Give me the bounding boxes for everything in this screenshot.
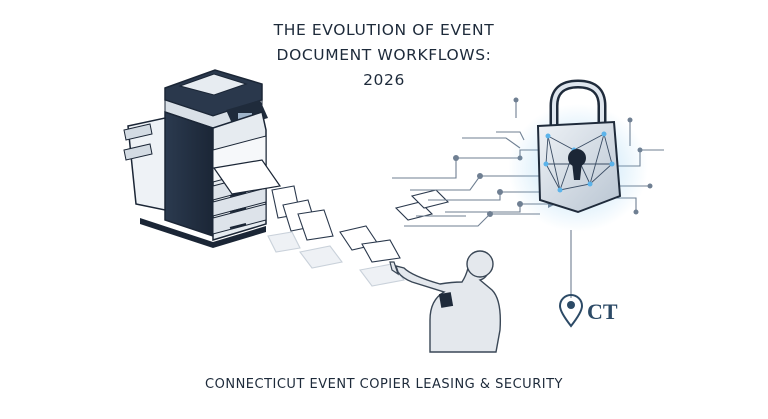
person-figure	[389, 250, 502, 353]
paper-sheets	[267, 185, 450, 287]
title-line-2: DOCUMENT WORKFLOWS:	[276, 46, 492, 64]
location-label: CT	[587, 299, 618, 324]
footer-caption: CONNECTICUT EVENT COPIER LEASING & SECUR…	[205, 377, 563, 392]
location-pin-icon	[558, 294, 584, 328]
copier-icon	[123, 69, 282, 248]
title-line-3: 2026	[363, 71, 405, 89]
padlock-icon	[508, 79, 648, 232]
title-line-1: THE EVOLUTION OF EVENT	[273, 21, 495, 39]
